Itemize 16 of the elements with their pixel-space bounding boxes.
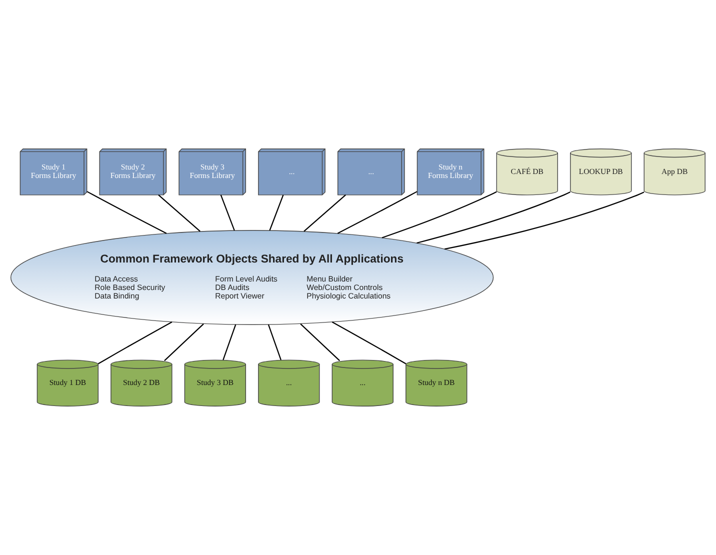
node-ellipse: Common Framework Objects Shared by All Applications Data Access Role Based Security Data Binding Form Level Audits DB Audits Report Viewer Menu Builder Web/Custom Controls Physiologic Calculations bbox=[10, 230, 494, 325]
connector bbox=[222, 324, 236, 360]
connector bbox=[269, 194, 284, 231]
connector bbox=[98, 321, 172, 364]
connector bbox=[86, 191, 167, 234]
connector bbox=[416, 192, 570, 244]
connector bbox=[158, 194, 200, 232]
connector bbox=[332, 321, 406, 364]
connector bbox=[268, 324, 282, 360]
connector bbox=[337, 191, 418, 234]
connector bbox=[304, 194, 346, 232]
connector bbox=[382, 191, 497, 238]
connector bbox=[300, 324, 340, 362]
connector bbox=[164, 324, 204, 362]
connector bbox=[444, 192, 644, 250]
connector bbox=[220, 194, 235, 231]
